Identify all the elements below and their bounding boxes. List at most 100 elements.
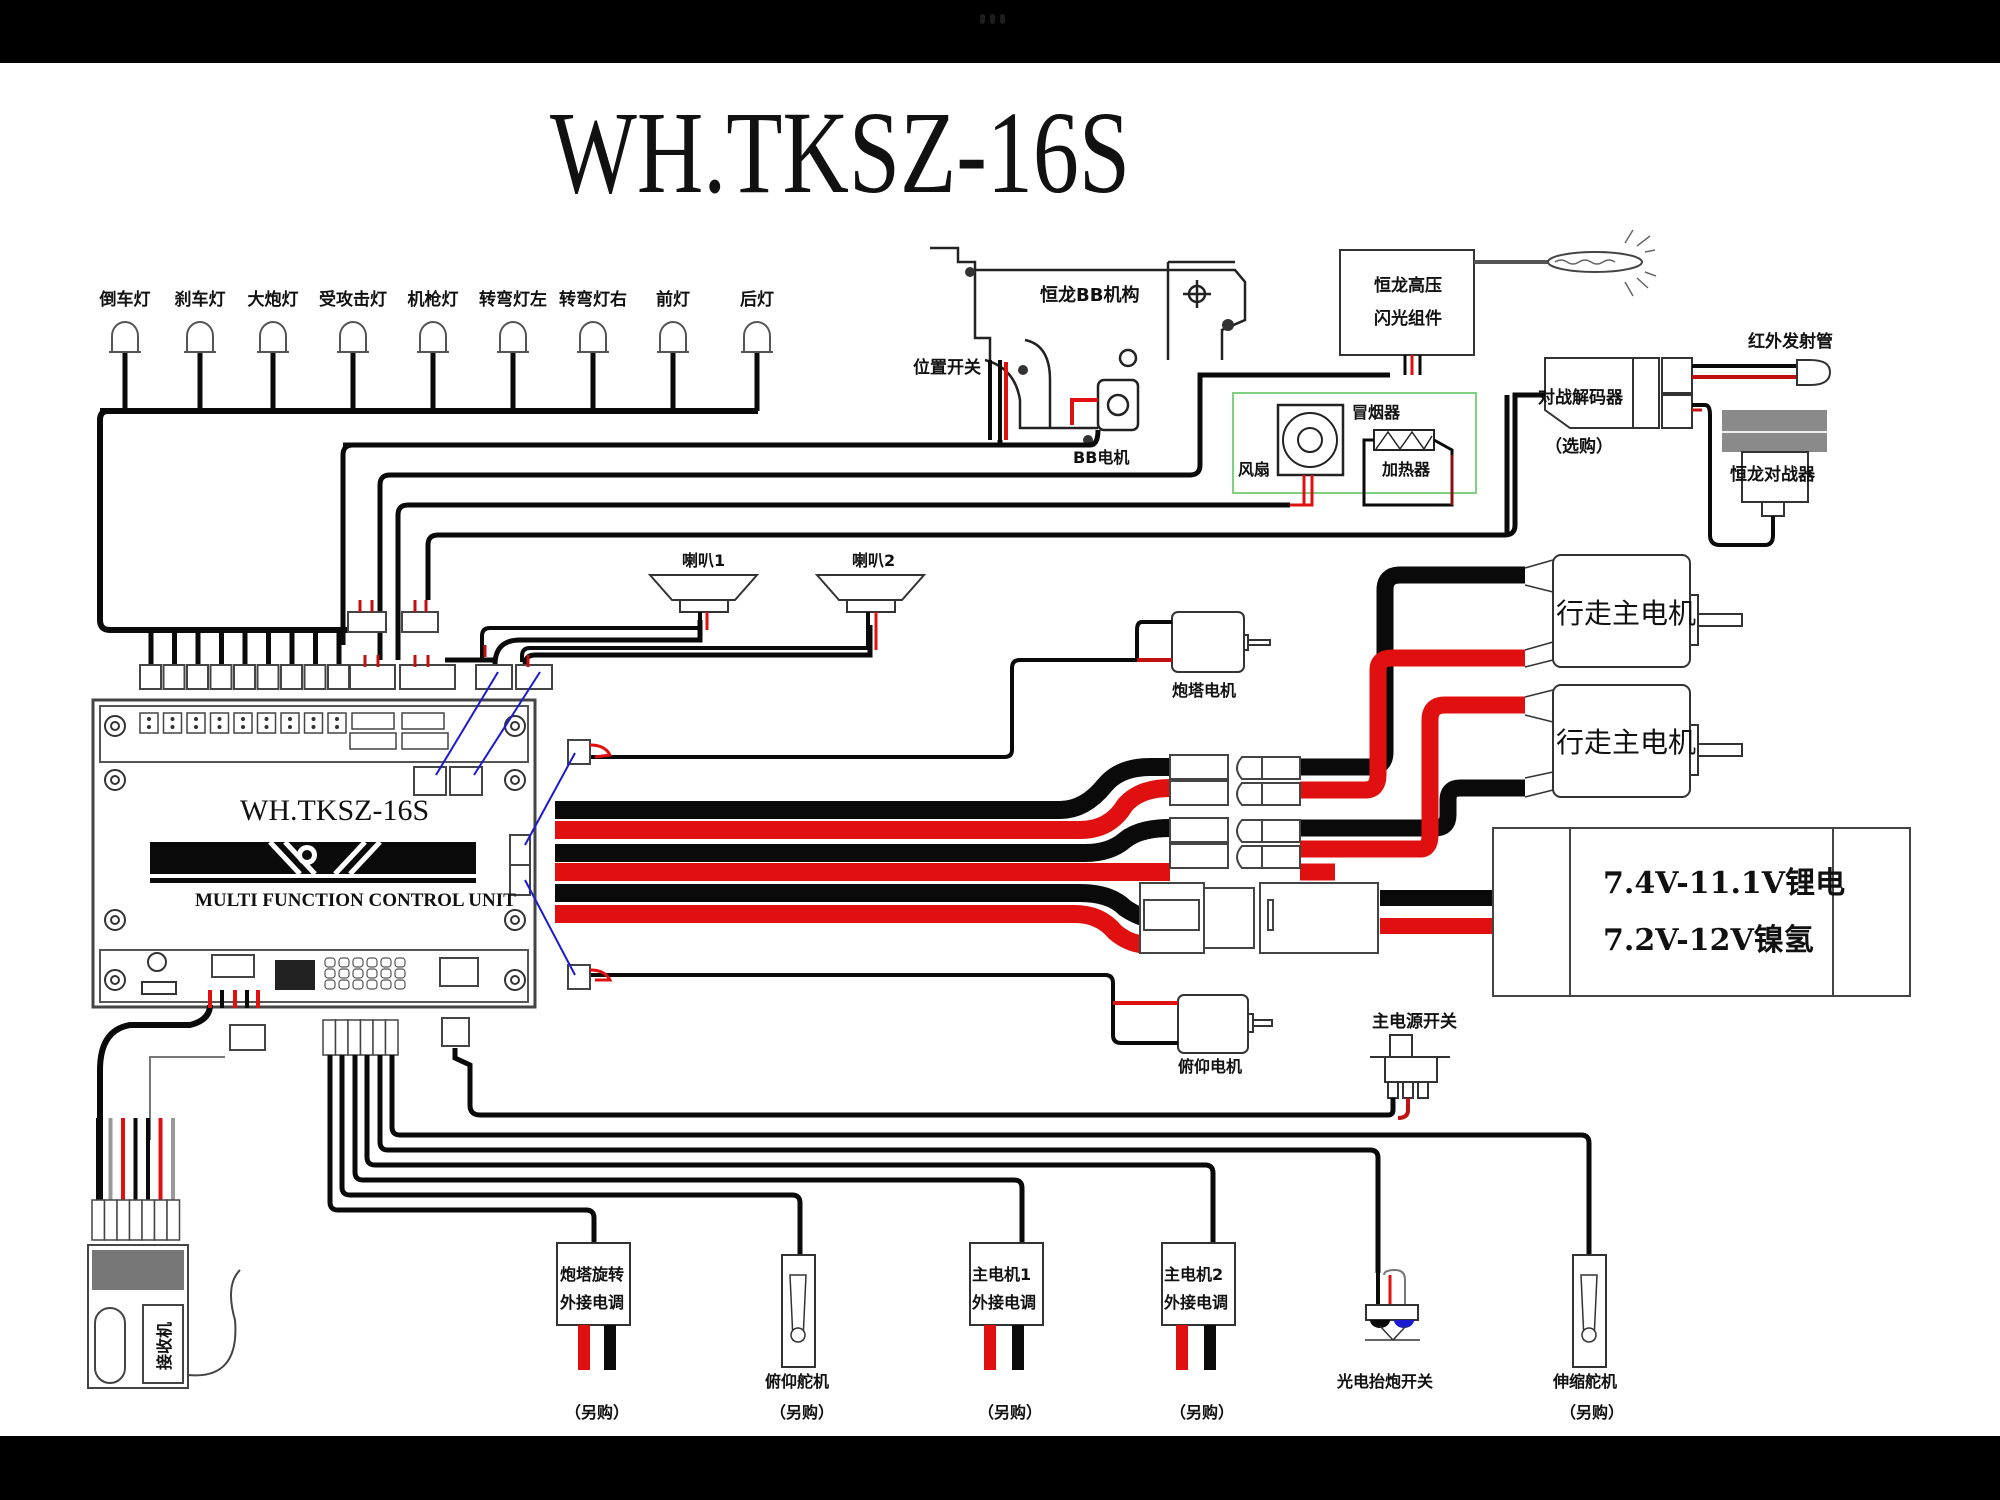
pin-header [401, 712, 445, 730]
pin [338, 968, 350, 979]
battery-label-2: 7.2V-12V镍氢 [1603, 923, 1814, 958]
light-label: 受攻击灯 [319, 289, 387, 310]
bullet-connectors [1169, 754, 1301, 869]
light-label: 刹车灯 [175, 289, 226, 310]
heater-label: 加热器 [1381, 460, 1431, 479]
pin [338, 957, 350, 968]
lights-group: 倒车灯刹车灯大炮灯受攻击灯机枪灯转弯灯左转弯灯右前灯后灯 [99, 289, 774, 411]
connector [233, 664, 256, 690]
light-label: 前灯 [656, 289, 690, 310]
light-label: 大炮灯 [248, 289, 299, 310]
harness-plug [322, 1019, 337, 1056]
led-icon [499, 321, 527, 352]
led-icon [186, 321, 214, 352]
drive-motor-1 [1524, 554, 1743, 668]
pin [338, 979, 350, 990]
light-item: 倒车灯 [99, 289, 151, 411]
pin [380, 957, 392, 968]
connector [475, 664, 513, 690]
fan-label: 风扇 [1238, 460, 1270, 479]
battle-decoder-note: （选购） [1545, 436, 1613, 457]
esc-main1-note: （另购） [978, 1403, 1042, 1422]
receiver-plug [166, 1199, 181, 1241]
led-icon [339, 321, 367, 352]
viewer-top-bar [0, 0, 2000, 63]
esc-main2-line1: 主电机2 [1164, 1265, 1223, 1284]
pin-header [351, 712, 395, 730]
pin [324, 979, 336, 990]
light-label: 倒车灯 [99, 289, 151, 310]
connector [327, 664, 350, 690]
esc-main1 [969, 1242, 1044, 1370]
drag-handle-icon[interactable] [980, 14, 1005, 24]
receiver-plug [141, 1199, 156, 1241]
esc-main2-line2: 外接电调 [1163, 1293, 1228, 1312]
servo-retract-label: 伸缩舵机 [1552, 1372, 1617, 1391]
harness-wire [389, 1055, 1592, 1255]
led-icon [111, 321, 139, 352]
ir-emitter-icon [1796, 359, 1832, 386]
main-switch-label: 主电源开关 [1372, 1011, 1457, 1032]
harness-wire [327, 1055, 597, 1243]
connector [347, 611, 387, 633]
led-icon [659, 321, 687, 352]
turret-motor-icon [1171, 611, 1271, 673]
receiver-label: 接收机 [155, 1322, 174, 1370]
battery-connector [1139, 882, 1379, 954]
pin [352, 979, 364, 990]
viewer-bottom-bar [0, 1436, 2000, 1500]
light-item: 后灯 [740, 290, 774, 411]
pin-header [209, 712, 230, 734]
screw-icon [1018, 365, 1028, 375]
pin-header [303, 712, 324, 734]
harness-plug [334, 1019, 349, 1056]
connector [441, 1017, 470, 1047]
harness-plug [384, 1019, 399, 1056]
drive-motor-1-label: 行走主电机 [1556, 597, 1696, 630]
light-label: 转弯灯左 [479, 289, 547, 310]
pin [366, 968, 378, 979]
led-icon [743, 321, 771, 352]
connector [139, 664, 162, 690]
harness-wire [377, 1055, 1381, 1273]
screw-icon [1222, 319, 1234, 331]
lights-harness-wire [97, 408, 375, 633]
ir-emitter-label: 红外发射管 [1748, 331, 1833, 352]
led-icon [259, 321, 287, 352]
fan-icon [1276, 403, 1345, 477]
flash-module-label-2: 闪光组件 [1374, 308, 1442, 329]
esc-turret-note: （另购） [565, 1403, 629, 1422]
light-item: 转弯灯左 [479, 289, 547, 411]
connector [186, 664, 209, 690]
light-item: 大炮灯 [248, 289, 299, 411]
speaker-2 [814, 574, 927, 613]
diagram-title: WH.TKSZ-16S [550, 87, 1130, 218]
servo-retract-note: （另购） [1560, 1403, 1624, 1422]
harness-wire [364, 1055, 1216, 1243]
light-label: 后灯 [740, 290, 774, 310]
pin-header [233, 712, 253, 734]
pin [366, 957, 378, 968]
main-switch-icon [1370, 1034, 1450, 1099]
pin-header [401, 732, 449, 750]
smoke-generator-frame [1232, 392, 1477, 494]
receiver-plug [116, 1199, 131, 1241]
drive-motor-2-label: 行走主电机 [1556, 726, 1696, 759]
position-switch-wire [988, 360, 1002, 440]
servo-elevation-icon [781, 1254, 816, 1368]
control-unit-subtitle: MULTI FUNCTION CONTROL UNIT [195, 890, 516, 911]
diagram-canvas: WH.TKSZ-16S 倒车灯刹车灯大炮灯受攻击灯机枪灯转弯灯左转弯灯右前灯后灯… [0, 63, 2000, 1436]
connector [162, 664, 186, 690]
turret-motor-label: 炮塔电机 [1172, 681, 1236, 700]
pin-header [139, 712, 159, 734]
battle-receiver-label: 恒龙对战器 [1730, 464, 1816, 485]
servo-elevation-note: （另购） [770, 1403, 834, 1422]
esc-main2-note: （另购） [1170, 1403, 1234, 1422]
pin [324, 968, 336, 979]
speaker-1 [647, 574, 760, 613]
esc-turret [556, 1242, 631, 1370]
receiver-plug [128, 1199, 143, 1241]
elevation-motor-label: 俯仰电机 [1178, 1057, 1242, 1076]
esc-turret-line1: 炮塔旋转 [560, 1265, 624, 1284]
harness-plug [347, 1019, 362, 1056]
